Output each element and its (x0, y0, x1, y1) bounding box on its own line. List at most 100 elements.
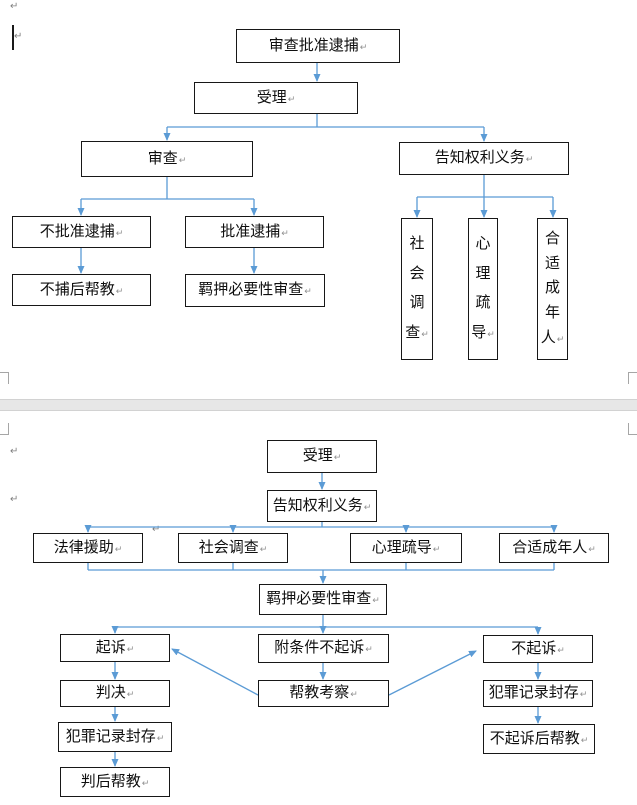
margin-crop-mark (628, 423, 637, 435)
line-break-mark: ↵ (10, 446, 19, 457)
flow-node-arrest-review-flow-psych-counseling[interactable]: 心理疏导↵ (468, 218, 498, 360)
flow-node-prosecution-review-flow-accept[interactable]: 受理↵ (267, 440, 377, 473)
margin-crop-mark (0, 423, 9, 435)
flow-node-label-char: 心 (475, 235, 491, 252)
flow-node-label-char: 会 (409, 265, 425, 282)
flow-node-label-char: 适 (544, 255, 560, 272)
line-break-mark: ↵ (556, 335, 565, 346)
line-break-mark: ↵ (287, 94, 296, 105)
line-break-mark: ↵ (152, 524, 161, 535)
flow-node-prosecution-review-flow-detention-necessity-review[interactable]: 羁押必要性审查↵ (259, 584, 387, 615)
flow-node-label: 批准逮捕 (220, 223, 281, 240)
margin-crop-mark (628, 372, 637, 384)
flow-node-label: 判决 (95, 685, 126, 701)
line-break-mark: ↵ (432, 544, 441, 555)
flow-node-label: 审查批准逮捕 (268, 37, 359, 54)
flow-node-prosecution-review-flow-judgment[interactable]: 判决↵ (60, 680, 170, 707)
flow-node-label-char: 调 (409, 295, 425, 312)
flow-node-prosecution-review-flow-psych-counseling[interactable]: 心理疏导↵ (350, 533, 462, 563)
line-break-mark: ↵ (363, 502, 372, 513)
line-break-mark: ↵ (365, 645, 373, 655)
flow-node-label: 羁押必要性审查 (198, 282, 304, 298)
flow-node-prosecution-review-flow-appropriate-adult[interactable]: 合适成年人↵ (499, 533, 609, 563)
line-break-mark: ↵ (259, 544, 268, 555)
flow-connector (171, 648, 259, 696)
flow-node-label: 不捕后帮教 (39, 281, 115, 298)
flow-connector (388, 650, 477, 696)
line-break-mark: ↵ (156, 733, 165, 744)
line-break-mark: ↵ (115, 286, 124, 297)
flow-node-label: 社会调查 (198, 539, 259, 556)
flow-node-label-char: 理 (475, 265, 491, 282)
flow-node-label: 合适成年人 (512, 539, 588, 556)
line-break-mark: ↵ (10, 494, 19, 505)
flow-node-prosecution-review-flow-criminal-record-seal-right[interactable]: 犯罪记录封存↵ (483, 680, 593, 707)
line-break-mark: ↵ (115, 228, 124, 239)
flow-node-arrest-review-flow-review[interactable]: 审查↵ (81, 141, 253, 177)
flow-node-prosecution-review-flow-social-investigation[interactable]: 社会调查↵ (178, 533, 288, 563)
line-break-mark: ↵ (10, 1, 19, 12)
flow-node-label: 不起诉 (511, 640, 557, 657)
line-break-mark: ↵ (304, 287, 312, 297)
flow-node-arrest-review-flow-accept[interactable]: 受理↵ (194, 82, 358, 114)
line-break-mark: ↵ (588, 544, 596, 555)
flow-node-prosecution-review-flow-criminal-record-seal-left[interactable]: 犯罪记录封存↵ (58, 722, 172, 752)
line-break-mark: ↵ (141, 778, 150, 789)
line-break-mark: ↵ (580, 735, 589, 746)
line-break-mark: ↵ (333, 453, 342, 463)
flow-node-arrest-review-flow-approve-arrest[interactable]: 批准逮捕↵ (185, 216, 324, 248)
flow-node-prosecution-review-flow-prosecute[interactable]: 起诉↵ (60, 634, 170, 662)
line-break-mark: ↵ (372, 596, 380, 606)
flow-node-label: 法律援助 (53, 539, 114, 556)
flow-node-label-char: 疏 (475, 295, 491, 312)
flow-node-label: 犯罪记录封存 (65, 728, 156, 745)
flow-node-prosecution-review-flow-conditional-non-prosecution[interactable]: 附条件不起诉↵ (258, 634, 389, 663)
flow-node-arrest-review-flow-review-approve-arrest[interactable]: 审查批准逮捕↵ (236, 29, 400, 63)
line-break-mark: ↵ (114, 544, 123, 555)
page-break-band (0, 399, 637, 411)
flow-node-prosecution-review-flow-non-prosecution[interactable]: 不起诉↵ (483, 635, 593, 663)
flow-node-label: 判后帮教 (80, 773, 141, 790)
line-break-mark: ↵ (126, 690, 135, 700)
line-break-mark: ↵ (126, 644, 135, 655)
line-break-mark: ↵ (14, 31, 23, 42)
line-break-mark: ↵ (178, 155, 187, 166)
flow-node-prosecution-review-flow-help-education-observation[interactable]: 帮教考察↵ (258, 680, 389, 707)
flow-node-arrest-review-flow-detention-necessity-review[interactable]: 羁押必要性审查↵ (185, 274, 325, 307)
flow-node-label: 不起诉后帮教 (489, 730, 580, 747)
flow-node-label: 心理疏导 (371, 539, 432, 556)
flow-node-label-char: 导↵ (471, 325, 495, 342)
line-break-mark: ↵ (525, 155, 534, 165)
flow-node-label: 不批准逮捕 (39, 223, 115, 240)
flow-node-label: 审查 (147, 150, 178, 167)
flow-node-prosecution-review-flow-post-nonprosecution-help[interactable]: 不起诉后帮教↵ (483, 724, 595, 754)
line-break-mark: ↵ (557, 645, 565, 656)
flow-node-label-char: 合 (544, 230, 560, 247)
flow-node-prosecution-review-flow-inform-rights[interactable]: 告知权利义务↵ (267, 490, 377, 522)
flow-node-label-char: 年 (544, 305, 560, 322)
flow-node-label-char: 社 (409, 235, 425, 252)
flow-node-label: 帮教考察 (289, 685, 350, 701)
line-break-mark: ↵ (350, 690, 358, 700)
flow-node-label-char: 查↵ (405, 325, 429, 342)
flow-node-label: 起诉 (95, 639, 126, 656)
line-break-mark: ↵ (487, 330, 495, 341)
flow-node-label-char: 成 (544, 280, 560, 297)
flow-node-prosecution-review-flow-legal-aid[interactable]: 法律援助↵ (33, 533, 143, 563)
line-break-mark: ↵ (359, 42, 368, 53)
line-break-mark: ↵ (579, 690, 588, 700)
flow-node-arrest-review-flow-appropriate-adult[interactable]: 合适成年人↵ (537, 218, 568, 360)
flow-node-arrest-review-flow-social-investigation[interactable]: 社会调查↵ (401, 218, 433, 360)
flow-node-label: 受理 (256, 89, 287, 106)
line-break-mark: ↵ (421, 330, 429, 341)
flow-node-prosecution-review-flow-post-judgment-help[interactable]: 判后帮教↵ (60, 767, 170, 797)
flow-node-arrest-review-flow-inform-rights[interactable]: 告知权利义务↵ (399, 142, 569, 175)
margin-crop-mark (0, 372, 9, 384)
flow-node-arrest-review-flow-post-nonarrest-help[interactable]: 不捕后帮教↵ (12, 274, 151, 306)
flow-node-arrest-review-flow-not-approve-arrest[interactable]: 不批准逮捕↵ (12, 216, 151, 248)
line-break-mark: ↵ (281, 228, 289, 239)
flow-node-label: 附条件不起诉 (274, 640, 365, 656)
flow-node-label: 告知权利义务 (434, 150, 525, 166)
flow-node-label: 羁押必要性审查 (266, 591, 372, 607)
